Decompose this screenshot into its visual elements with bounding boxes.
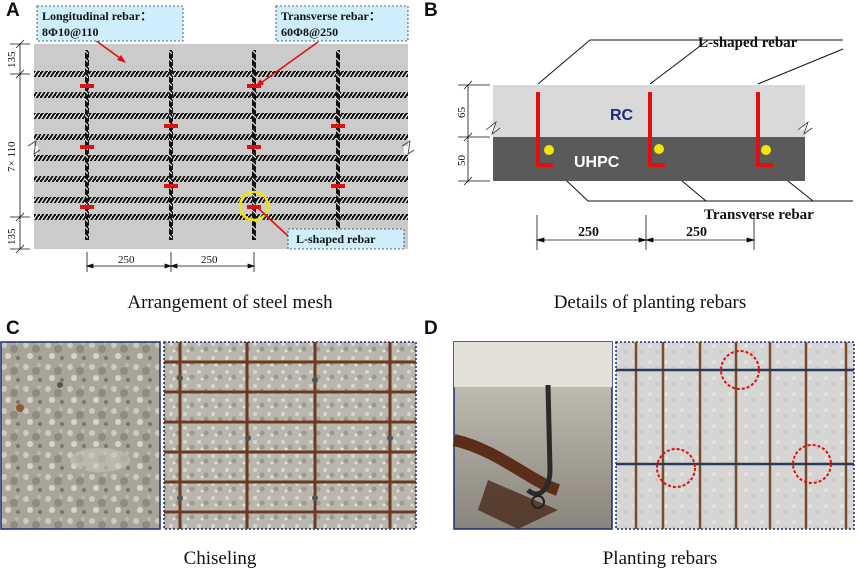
label-longitudinal-spec: 8Φ10@110	[42, 25, 98, 39]
planted-rebar-closeup-photo	[452, 341, 613, 530]
transverse-rebar	[169, 50, 173, 240]
l-rebar-marker	[164, 184, 178, 188]
dim-spacing-left: 250	[118, 254, 135, 266]
l-rebar-marker	[331, 184, 345, 188]
longitudinal-rebar	[34, 214, 408, 220]
horizontal-dimension	[85, 252, 256, 272]
label-lshaped-b: L-shaped rebar	[698, 35, 798, 51]
caption-b: Details of planting rebars	[553, 292, 747, 313]
longitudinal-rebar	[34, 176, 408, 182]
label-lshaped-a: L-shaped rebar	[296, 232, 376, 246]
caption-d: Planting rebars	[602, 548, 718, 569]
panel-b-diagram: RC UHPC L-shaped rebar Transverse rebar …	[456, 35, 853, 250]
longitudinal-rebar	[34, 71, 408, 77]
panel-letter-b: B	[424, 0, 438, 21]
transverse-rebar	[336, 50, 340, 240]
dim-uhpc: 50	[456, 155, 468, 167]
label-lshaped-box	[287, 228, 405, 250]
label-transverse-b: Transverse rebar	[704, 207, 814, 223]
longitudinal-rebar	[34, 92, 408, 98]
transverse-rebar-dots	[544, 144, 771, 155]
chiseled-surface-photo	[0, 341, 161, 530]
label-transverse-box	[275, 5, 409, 42]
layer-label-uhpc: UHPC	[574, 154, 620, 171]
dim-middle: 7× 110	[6, 141, 18, 172]
label-transverse-spec: 60Φ8@250	[281, 25, 338, 39]
panel-d-photos	[452, 341, 855, 530]
rebar-highlight-circle	[720, 350, 760, 390]
transverse-rebar-dot	[544, 145, 554, 155]
rebar-highlight-circle	[656, 448, 696, 488]
label-longitudinal-title: Longitudinal rebar：	[42, 9, 152, 23]
l-rebar-marker	[331, 124, 345, 128]
l-rebar-marker	[164, 124, 178, 128]
l-rebar-marker	[80, 145, 94, 149]
dim-rc: 65	[456, 107, 468, 119]
dim-spacing-b1: 250	[578, 225, 599, 240]
caption-a: Arrangement of steel mesh	[127, 292, 333, 313]
label-transverse-title: Transverse rebar：	[281, 9, 381, 23]
vertical-dimension	[10, 39, 30, 254]
dim-spacing-right: 250	[201, 254, 218, 266]
l-rebar-marker	[247, 145, 261, 149]
panel-letter-c: C	[6, 318, 20, 339]
l-shaped-rebar-markers	[80, 84, 345, 209]
dim-spacing-b2: 250	[686, 225, 707, 240]
panel-c-photos	[0, 341, 417, 530]
l-rebar	[648, 92, 665, 167]
dim-top: 135	[6, 51, 18, 68]
longitudinal-rebars	[34, 71, 408, 220]
l-rebar-marker	[80, 84, 94, 88]
longitudinal-rebar	[34, 113, 408, 119]
highlight-circle	[238, 190, 270, 222]
l-rebar-marker	[80, 205, 94, 209]
layer-label-rc: RC	[610, 107, 634, 124]
longitudinal-rebar	[34, 197, 408, 203]
transverse-rebar-dot	[761, 145, 771, 155]
steel-mesh-photo	[163, 341, 417, 530]
caption-c: Chiseling	[183, 548, 257, 569]
l-rebar-marker	[247, 205, 261, 209]
l-rebar	[536, 92, 553, 167]
l-shaped-rebars	[536, 92, 773, 167]
planted-rebar-mesh-photo	[615, 341, 855, 530]
panel-letter-d: D	[424, 318, 438, 339]
panel-a-diagram: Longitudinal rebar： 8Φ10@110 Transverse …	[6, 5, 415, 272]
l-rebar-marker	[247, 84, 261, 88]
transverse-rebar-dot	[654, 144, 664, 154]
panel-letter-a: A	[6, 0, 20, 21]
longitudinal-rebar	[34, 155, 408, 161]
label-longitudinal-box	[36, 5, 184, 42]
longitudinal-rebar	[34, 134, 408, 140]
l-rebar	[756, 92, 773, 167]
rebar-highlight-circle	[792, 444, 832, 484]
dim-bottom: 135	[6, 228, 18, 245]
